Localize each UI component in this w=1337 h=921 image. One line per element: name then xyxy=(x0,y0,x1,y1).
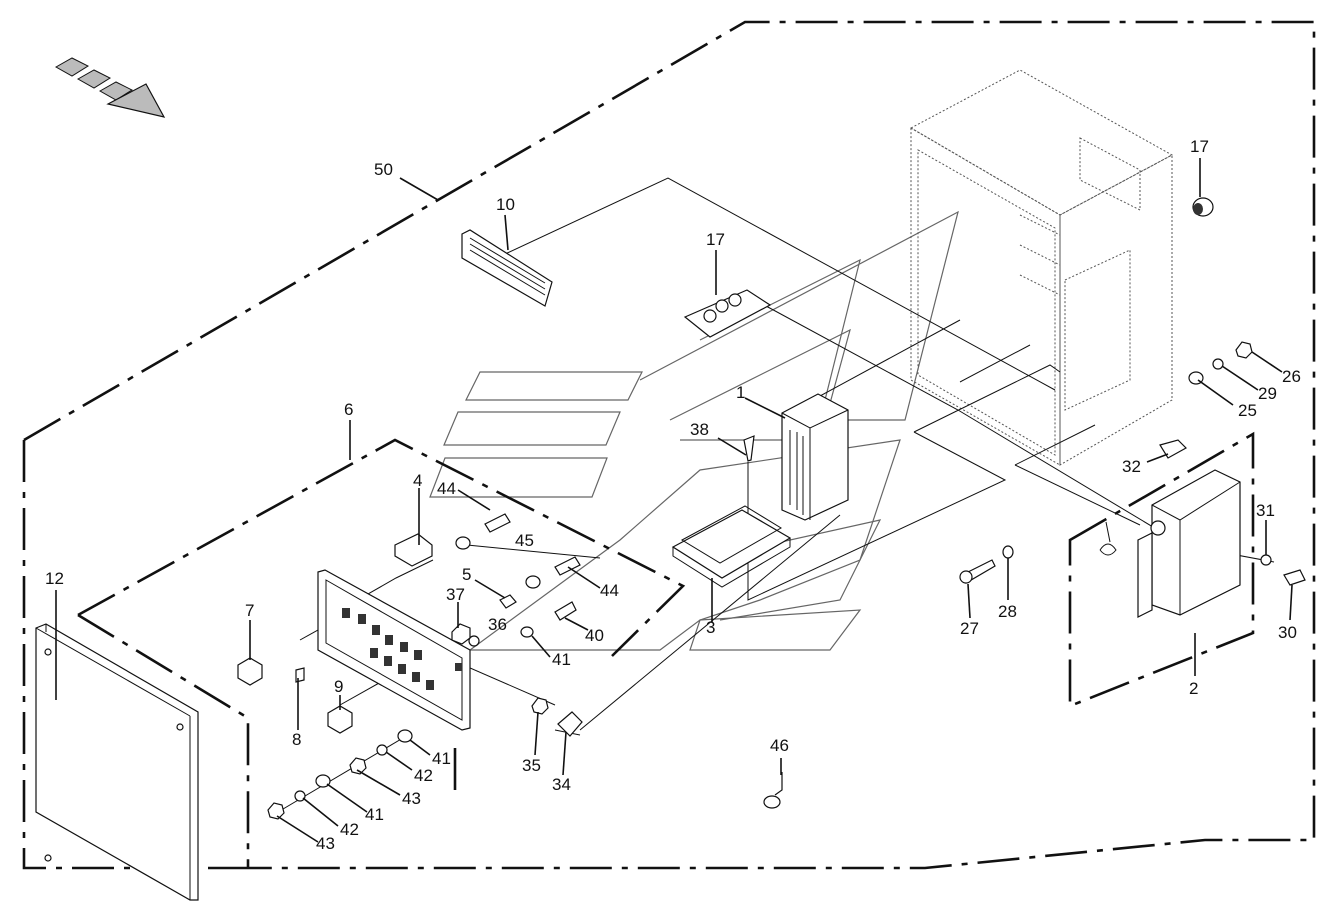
label-46: 46 xyxy=(770,736,789,755)
label-43: 43 xyxy=(316,834,335,853)
label-10: 10 xyxy=(496,195,515,214)
label-25: 25 xyxy=(1238,401,1257,420)
part-38-screw xyxy=(743,435,755,462)
label-8: 8 xyxy=(292,730,301,749)
label-32: 32 xyxy=(1122,457,1141,476)
label-43: 43 xyxy=(402,789,421,808)
label-41: 41 xyxy=(552,650,571,669)
label-37: 37 xyxy=(446,585,465,604)
label-42: 42 xyxy=(414,766,433,785)
part-3-module xyxy=(671,505,792,588)
label-9: 9 xyxy=(334,677,343,696)
label-3: 3 xyxy=(706,618,715,637)
cabinet xyxy=(909,69,1174,466)
part-17-plate xyxy=(683,289,772,338)
label-36: 36 xyxy=(488,615,507,634)
label-34: 34 xyxy=(552,775,571,794)
label-44: 44 xyxy=(437,479,456,498)
right-hardware xyxy=(1159,341,1253,459)
label-5: 5 xyxy=(462,565,471,584)
board-hardware xyxy=(237,513,583,820)
label-30: 30 xyxy=(1278,623,1297,642)
label-35: 35 xyxy=(522,756,541,775)
part-17-knob xyxy=(1192,197,1214,217)
label-50: 50 xyxy=(374,160,393,179)
assembly-boundary-50 xyxy=(22,20,1316,870)
part-labels: 50 10 17 17 6 1 38 26 29 25 32 4 44 45 4… xyxy=(45,137,1301,853)
label-2: 2 xyxy=(1189,679,1198,698)
part-12-panel xyxy=(35,623,199,901)
part-2-bracket xyxy=(1099,469,1306,618)
label-4: 4 xyxy=(413,471,422,490)
label-44: 44 xyxy=(600,581,619,600)
label-17: 17 xyxy=(706,230,725,249)
part-1-box xyxy=(781,393,849,521)
label-17: 17 xyxy=(1190,137,1209,156)
label-40: 40 xyxy=(585,626,604,645)
sub-assembly-boundary-6 xyxy=(77,438,686,868)
part-10-grille xyxy=(461,229,553,307)
label-1: 1 xyxy=(736,383,745,402)
leader-lines xyxy=(277,177,1275,813)
label-26: 26 xyxy=(1282,367,1301,386)
part-46-lug xyxy=(763,772,783,809)
label-28: 28 xyxy=(998,602,1017,621)
label-41: 41 xyxy=(365,805,384,824)
label-6: 6 xyxy=(344,400,353,419)
label-38: 38 xyxy=(690,420,709,439)
label-12: 12 xyxy=(45,569,64,588)
label-7: 7 xyxy=(245,601,254,620)
label-42: 42 xyxy=(340,820,359,839)
label-45: 45 xyxy=(515,531,534,550)
circuit-board xyxy=(317,533,471,731)
label-31: 31 xyxy=(1256,501,1275,520)
label-29: 29 xyxy=(1258,384,1277,403)
label-27: 27 xyxy=(960,619,979,638)
label-41: 41 xyxy=(432,749,451,768)
callout-leaders xyxy=(55,158,1293,843)
parts-27-28 xyxy=(959,545,1014,584)
direction-arrow-icon xyxy=(54,57,166,118)
sub-assembly-boundary-2 xyxy=(1068,431,1255,708)
